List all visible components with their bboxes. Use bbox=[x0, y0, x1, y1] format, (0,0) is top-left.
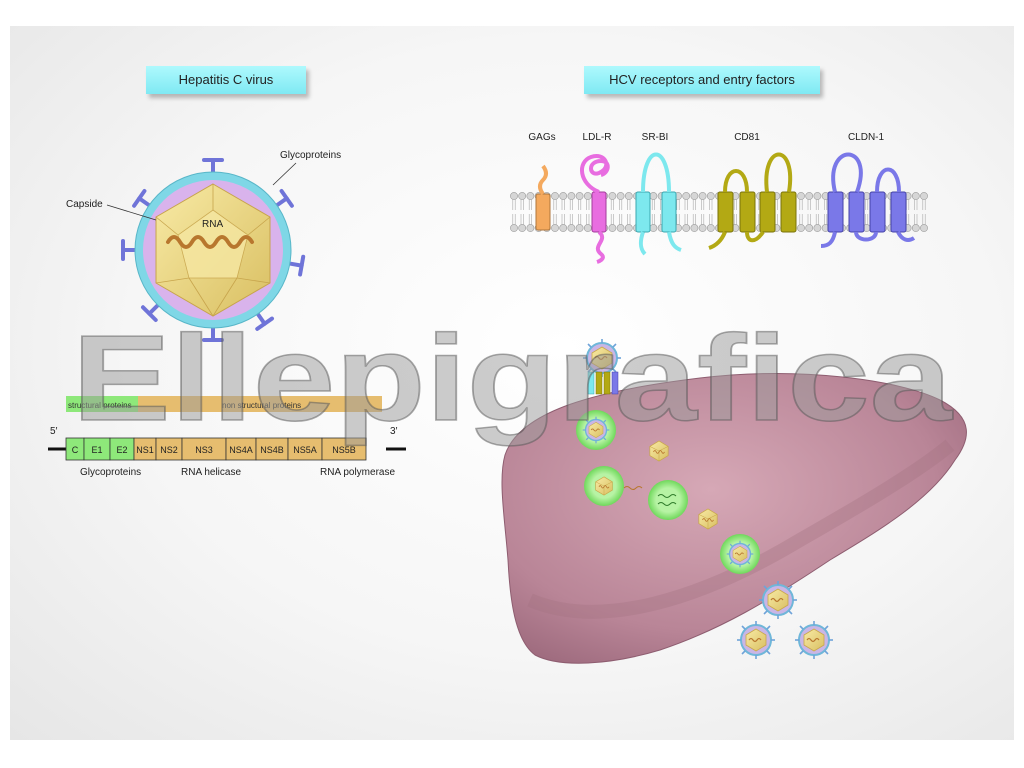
genome-segment-ns5a: NS5A bbox=[287, 437, 323, 461]
capside-label: Capside bbox=[66, 199, 103, 210]
receptors-title: HCV receptors and entry factors bbox=[584, 66, 820, 94]
receptor-label-cd81: CD81 bbox=[734, 132, 760, 143]
five-prime-end: 5′ bbox=[50, 426, 58, 437]
genome-segment-c: C bbox=[65, 437, 85, 461]
nonstructural-proteins-label: non structural proteins bbox=[222, 401, 301, 410]
genome-segment-ns5b: NS5B bbox=[321, 437, 367, 461]
entry-cycle bbox=[576, 338, 834, 660]
receptor-complex-binding bbox=[587, 371, 619, 395]
genome-segment-label: E2 bbox=[116, 445, 127, 455]
receptor-label-ldlr: LDL-R bbox=[583, 132, 612, 143]
endosome-4 bbox=[720, 534, 760, 574]
released-virion-2 bbox=[736, 620, 776, 660]
genome-segment-label: NS5B bbox=[332, 445, 356, 455]
hcv-virion bbox=[121, 158, 306, 342]
genome-segment-label: NS2 bbox=[160, 445, 178, 455]
structural-proteins-label: structural proteins bbox=[68, 401, 132, 410]
glycoprotein-spikes bbox=[121, 158, 306, 342]
genome-segment-label: NS3 bbox=[195, 445, 213, 455]
rna-helicase-label: RNA helicase bbox=[181, 467, 241, 478]
released-virion-3 bbox=[794, 620, 834, 660]
rna-polymerase-label: RNA polymerase bbox=[320, 467, 395, 478]
rna-label: RNA bbox=[202, 219, 223, 230]
watermark: Ellepigrafica bbox=[72, 310, 953, 446]
receptor-gags bbox=[535, 164, 551, 231]
endosome-3 bbox=[648, 480, 688, 520]
genome-segment-label: E1 bbox=[91, 445, 102, 455]
glycoproteins-label: Glycoproteins bbox=[280, 150, 341, 161]
receptor-label-srbi: SR-BI bbox=[642, 132, 669, 143]
genome-segments: C E1 E2 NS1 NS2 NS3 NS4A NS4B NS5A NS5B bbox=[65, 437, 367, 461]
liver-illustration bbox=[501, 373, 967, 664]
released-virion-1 bbox=[758, 580, 798, 620]
genome-segment-label: NS4A bbox=[229, 445, 253, 455]
genome-segment-ns4b: NS4B bbox=[255, 437, 289, 461]
genome-segment-label: C bbox=[72, 445, 79, 455]
receptor-cd81 bbox=[708, 152, 797, 250]
genome-map: structural proteins non structural prote… bbox=[48, 396, 406, 478]
endosome-2 bbox=[584, 466, 643, 506]
genome-segment-label: NS1 bbox=[136, 445, 154, 455]
genome-segment-label: NS5A bbox=[293, 445, 317, 455]
receptor-ldlr bbox=[580, 154, 610, 264]
genome-glycoproteins-label: Glycoproteins bbox=[80, 467, 141, 478]
receptor-srbi bbox=[635, 152, 682, 256]
receptor-label-cldn1: CLDN-1 bbox=[848, 132, 885, 143]
rna-strand bbox=[166, 235, 254, 249]
structural-proteins-bar bbox=[66, 396, 138, 412]
receptor-label-gags: GAGs bbox=[528, 132, 555, 143]
hcv-title: Hepatitis C virus bbox=[146, 66, 306, 94]
three-prime-end: 3′ bbox=[390, 426, 398, 437]
nonstructural-proteins-bar bbox=[138, 396, 382, 412]
endosome-1 bbox=[576, 410, 616, 450]
genome-segment-label: NS4B bbox=[260, 445, 284, 455]
genome-segment-ns3: NS3 bbox=[181, 437, 227, 461]
receptor-cldn1 bbox=[820, 152, 916, 248]
